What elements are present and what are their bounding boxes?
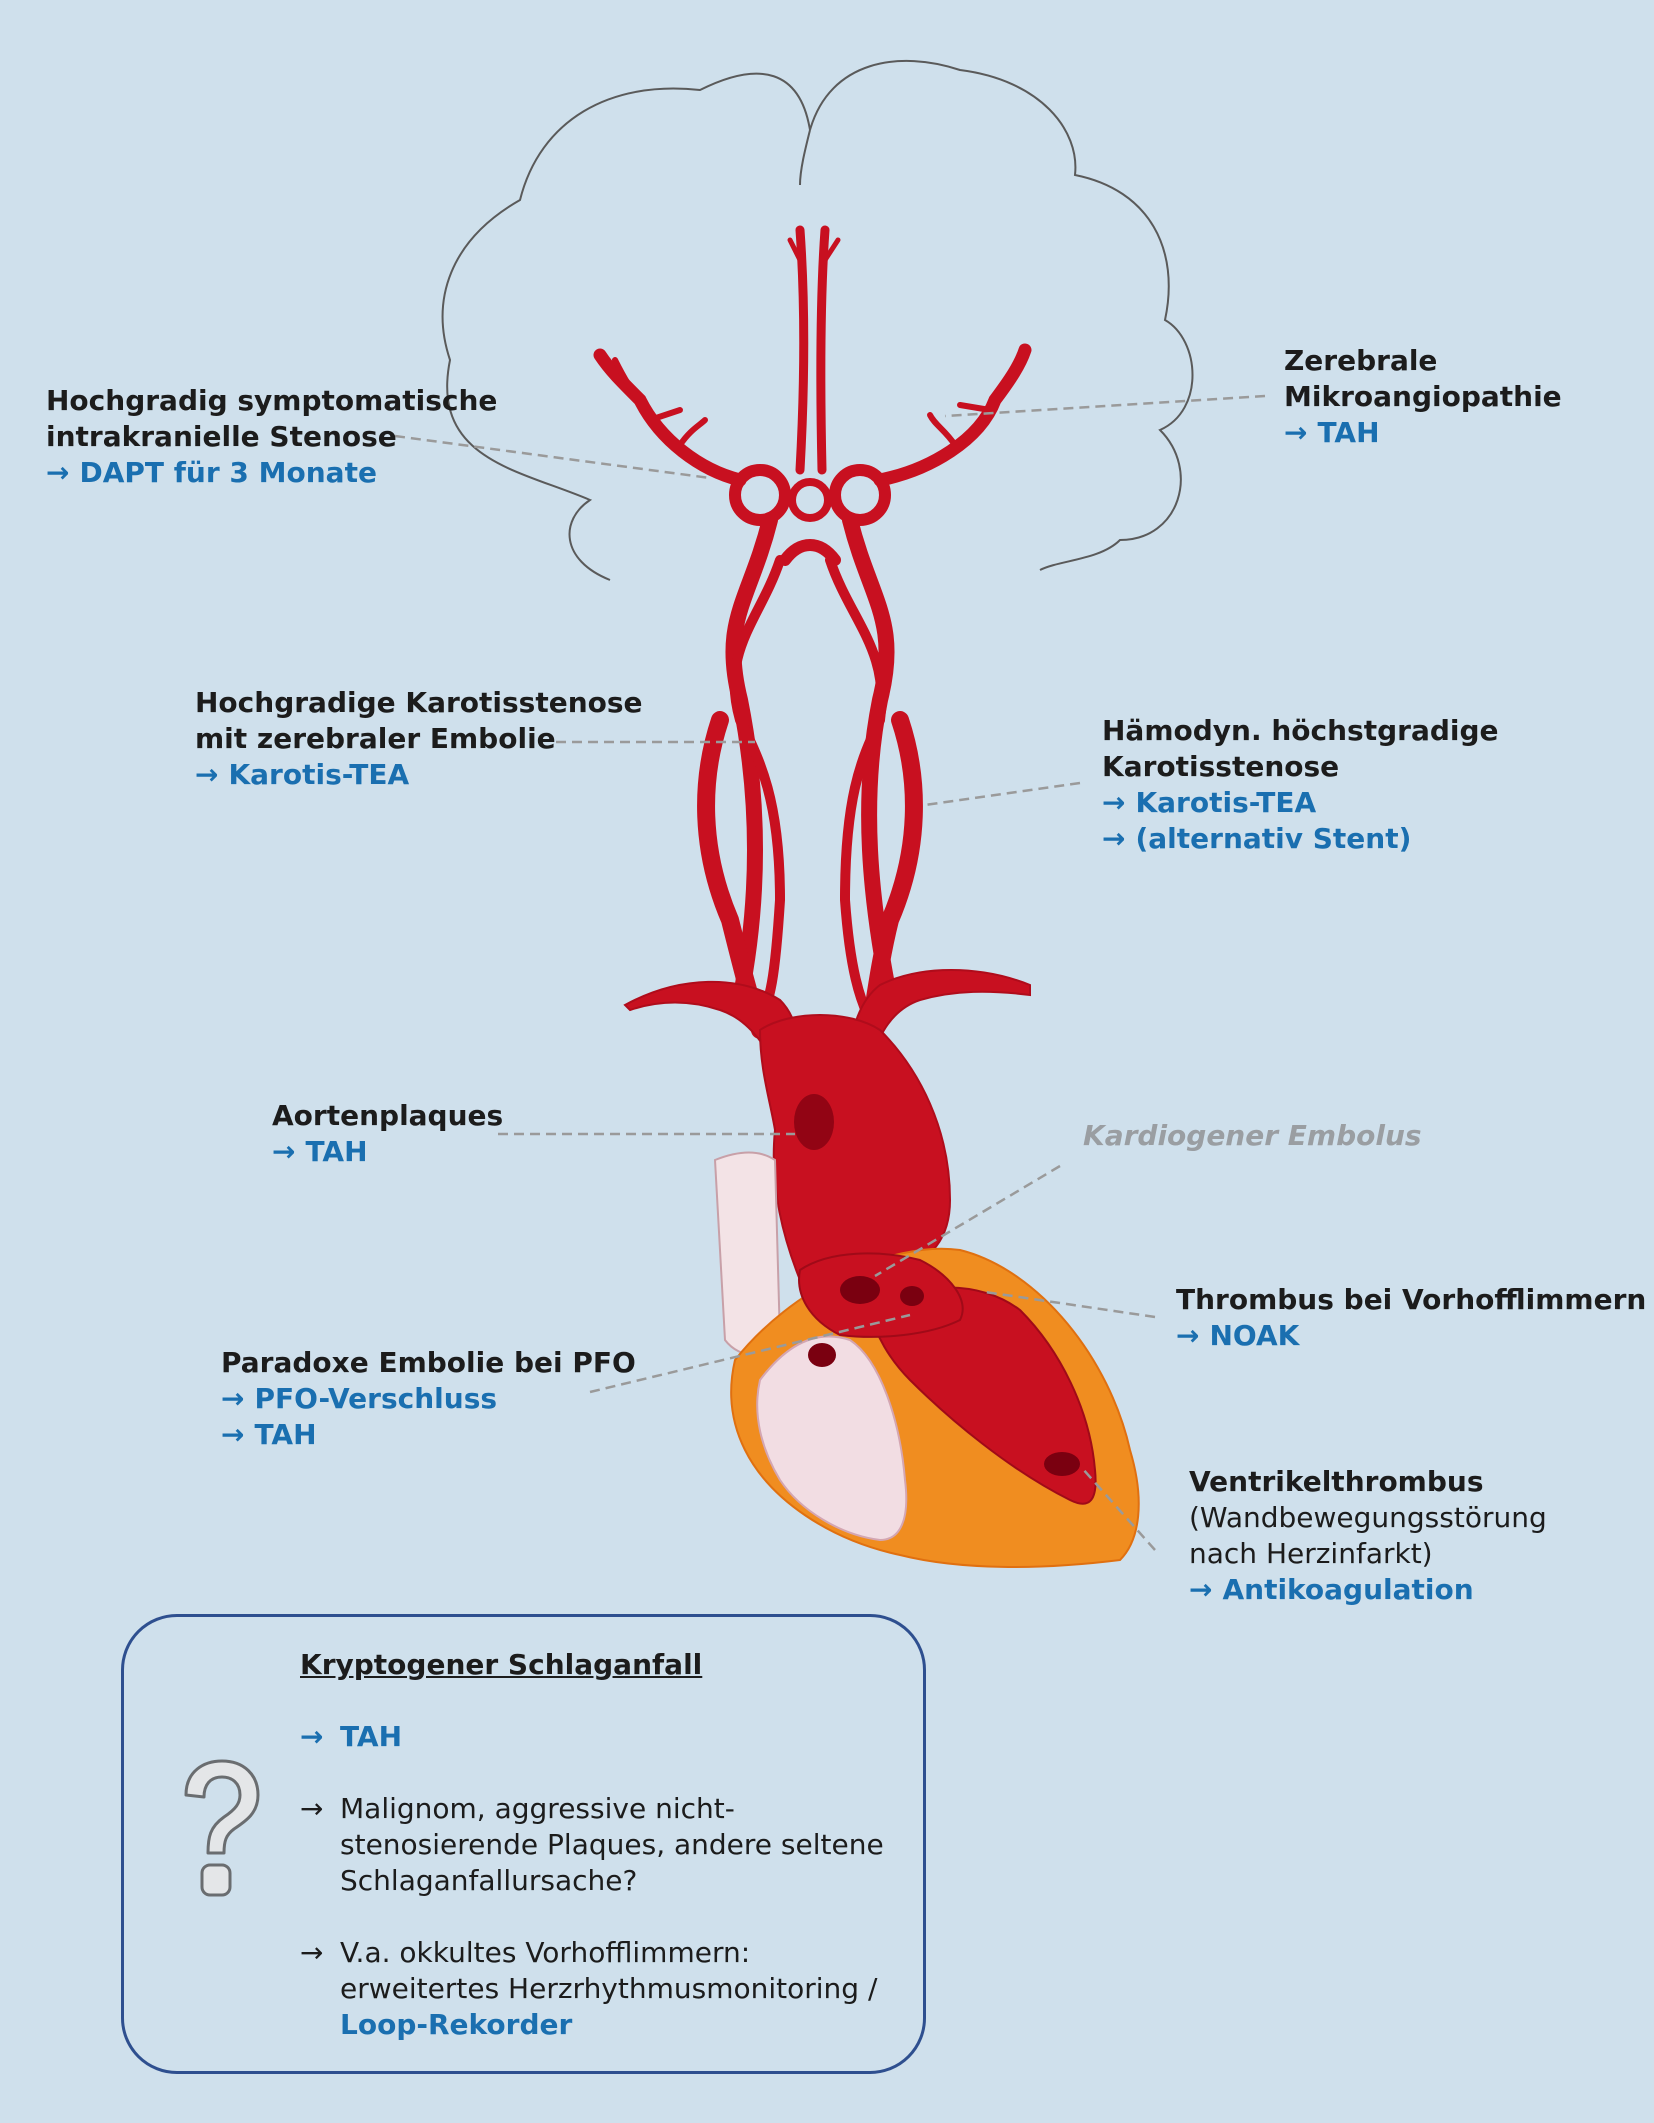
leader-lines <box>394 394 1266 1551</box>
box-item: → Malignom, aggressive nicht- stenosiere… <box>300 1792 884 1897</box>
cryptogenic-stroke-box: Kryptogener Schlaganfall → TAH → Maligno… <box>121 1614 926 2074</box>
label-title: Karotisstenose <box>1102 750 1340 783</box>
label-action: →TAH <box>272 1135 368 1168</box>
label-action: →TAH <box>221 1418 317 1451</box>
arrow-icon: → <box>1189 1573 1213 1606</box>
label-action: →Karotis-TEA <box>1102 786 1317 819</box>
box-item: → TAH <box>300 1720 403 1753</box>
left-ventricle <box>868 1286 1097 1505</box>
label-intracranial-stenosis: Hochgradig symptomatische intrakranielle… <box>46 383 497 491</box>
label-title: Aortenplaques <box>272 1099 504 1132</box>
label-title: Mikroangiopathie <box>1284 380 1562 413</box>
label-aortic-plaques: Aortenplaques →TAH <box>272 1098 503 1170</box>
label-action: →DAPT für 3 Monate <box>46 456 377 489</box>
arrow-icon: → <box>46 456 70 489</box>
label-afib-thrombus: Thrombus bei Vorhofflimmern →NOAK <box>1176 1282 1646 1354</box>
label-title: Ventrikelthrombus <box>1189 1465 1484 1498</box>
label-action: →Antikoagulation <box>1189 1573 1474 1606</box>
label-action: →TAH <box>1284 416 1380 449</box>
label-action: →PFO-Verschluss <box>221 1382 498 1415</box>
label-cardiogenic-embolus: Kardiogener Embolus <box>1083 1118 1422 1154</box>
brain-outline <box>441 59 1194 581</box>
arrow-icon: → <box>1284 416 1308 449</box>
label-microangiopathy: Zerebrale Mikroangiopathie →TAH <box>1284 343 1562 451</box>
arrow-icon: → <box>1176 1319 1200 1352</box>
arrow-icon: → <box>300 1720 324 1753</box>
label-action: →NOAK <box>1176 1319 1300 1352</box>
arrow-icon: → <box>221 1382 245 1415</box>
arrow-icon: → <box>300 1936 324 1969</box>
label-title: Hochgradige Karotisstenose <box>195 686 643 719</box>
label-title: Hämodyn. höchstgradige <box>1102 714 1499 747</box>
box-item: → V.a. okkultes Vorhofflimmern: erweiter… <box>300 1936 878 2041</box>
label-pfo-embolism: Paradoxe Embolie bei PFO →PFO-Verschluss… <box>221 1345 636 1453</box>
arrow-icon: → <box>195 758 219 791</box>
label-title: intrakranielle Stenose <box>46 420 397 453</box>
label-detail: (Wandbewegungsstörung <box>1189 1501 1547 1534</box>
box-title: Kryptogener Schlaganfall <box>300 1648 703 1681</box>
arrow-icon: → <box>1102 822 1126 855</box>
label-detail: nach Herzinfarkt) <box>1189 1537 1433 1570</box>
label-carotid-embolic: Hochgradige Karotisstenose mit zerebrale… <box>195 685 643 793</box>
label-title: mit zerebraler Embolie <box>195 722 556 755</box>
label-title: Thrombus bei Vorhofflimmern <box>1176 1283 1647 1316</box>
right-ventricle <box>756 1335 908 1542</box>
label-action: →(alternativ Stent) <box>1102 822 1412 855</box>
label-title: Kardiogener Embolus <box>1083 1119 1422 1152</box>
box-content: Kryptogener Schlaganfall → TAH → Maligno… <box>300 1647 910 2079</box>
label-title: Zerebrale <box>1284 344 1438 377</box>
intracranial-arteries <box>593 225 1032 566</box>
label-title: Hochgradig symptomatische <box>46 384 498 417</box>
left-atrium <box>798 1252 964 1338</box>
arrow-icon: → <box>221 1418 245 1451</box>
heart <box>713 1094 1140 1568</box>
neck-arteries <box>697 512 923 1039</box>
arrow-icon: → <box>272 1135 296 1168</box>
label-ventricular-thrombus: Ventrikelthrombus (Wandbewegungsstörung … <box>1189 1464 1547 1608</box>
question-mark-icon <box>184 1759 260 1897</box>
arrow-icon: → <box>300 1792 324 1825</box>
label-title: Paradoxe Embolie bei PFO <box>221 1346 636 1379</box>
label-action: →Karotis-TEA <box>195 758 410 791</box>
label-carotid-hemodynamic: Hämodyn. höchstgradige Karotisstenose →K… <box>1102 713 1499 857</box>
aortic-arch <box>623 969 1031 1282</box>
arrow-icon: → <box>1102 786 1126 819</box>
